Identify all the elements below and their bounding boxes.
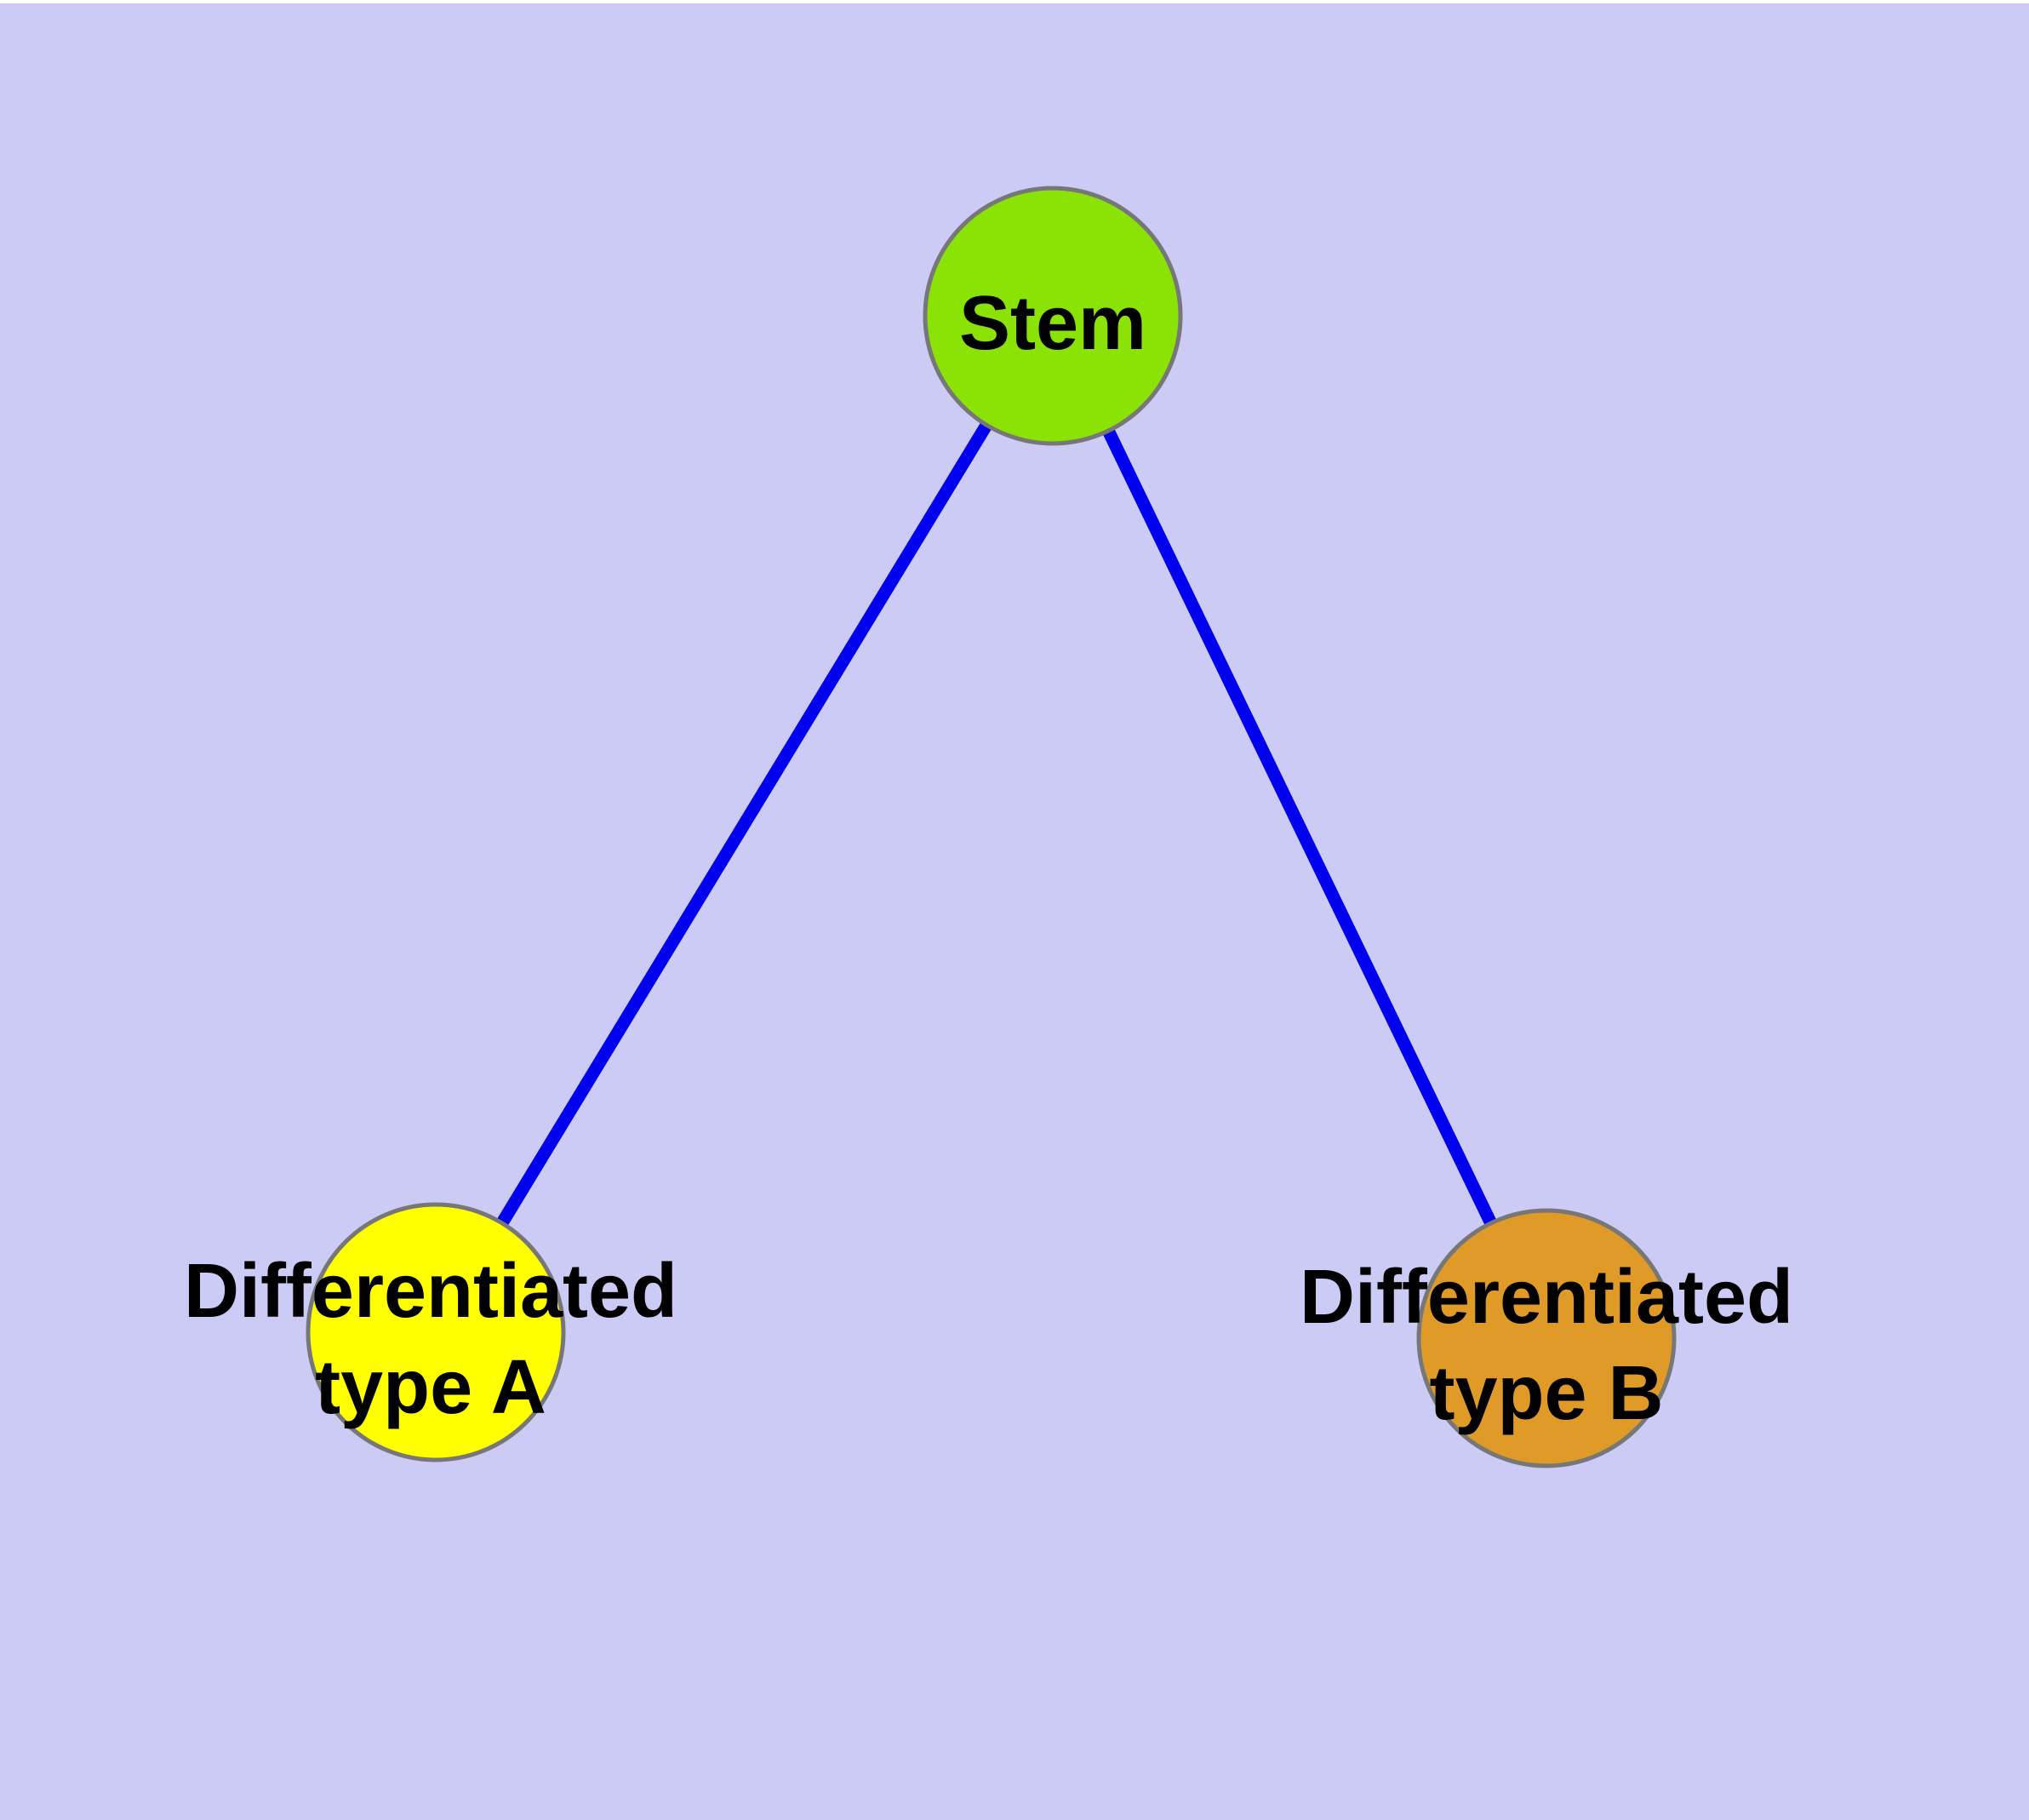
type-b-node-label-line-2: type B (1429, 1351, 1663, 1436)
type-a-node (306, 1202, 566, 1462)
stem-node (923, 186, 1183, 446)
type-b-node (1416, 1208, 1677, 1468)
edge-stem-to-type-a (430, 312, 1059, 1336)
type-a-node-label-line-2: type A (315, 1345, 546, 1430)
stem-node-label: Stem (959, 281, 1146, 366)
type-a-node-label-line-1: Differentiated (184, 1249, 677, 1334)
edge-stem-to-type-b (1047, 312, 1552, 1342)
type-b-node-label-line-1: Differentiated (1300, 1255, 1793, 1340)
top-margin-strip (0, 0, 2029, 3)
